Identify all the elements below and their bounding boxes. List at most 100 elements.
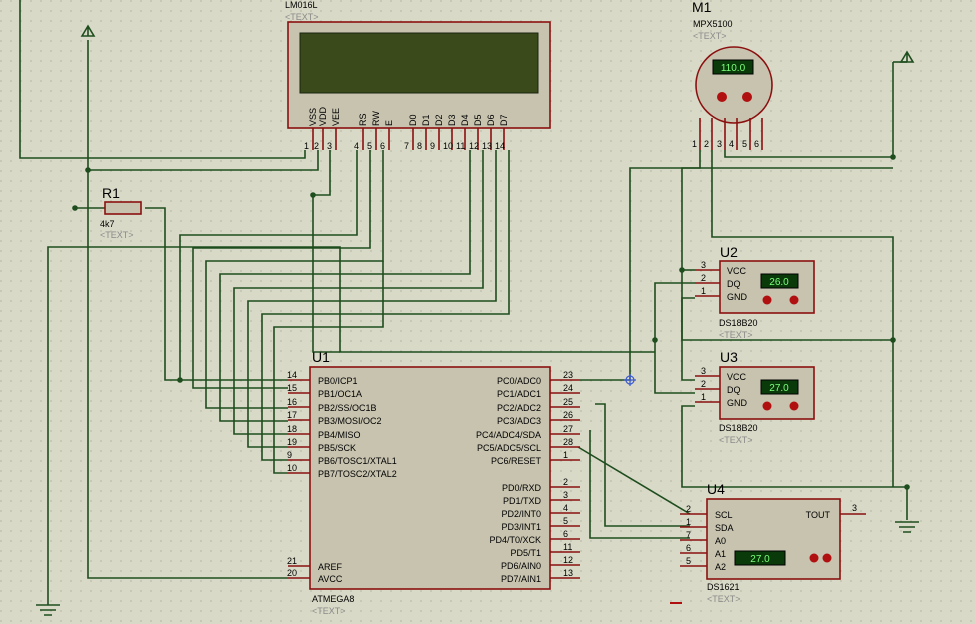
u3-display [760, 379, 799, 395]
lcd-part-label: LM016L [285, 0, 318, 10]
u4-decrement-button[interactable] [809, 553, 819, 563]
u3-pin-label: VCC [727, 372, 747, 382]
u2-display [760, 273, 799, 289]
lcd-pin-number: 7 [404, 141, 409, 151]
u4-display [734, 550, 786, 566]
lcd-pin-label: D5 [473, 114, 483, 126]
u1-pin-number: 13 [563, 568, 573, 578]
power-terminal-left [80, 24, 96, 37]
u4-pin-number: 5 [686, 556, 691, 566]
resistor-r1[interactable]: R1 4k7 <TEXT> [100, 185, 142, 240]
u1-body [309, 366, 551, 590]
u1-pin-label: PC4/ADC4/SDA [476, 430, 541, 440]
sensor-pin-number: 1 [692, 139, 697, 149]
sensor-ref: M1 [692, 0, 712, 15]
u3-display-value: 27.0 [769, 383, 789, 394]
u1-pin-label: AVCC [318, 574, 343, 584]
u4-pin-label: A2 [715, 562, 726, 572]
lcd-pin-label: D1 [421, 114, 431, 126]
u1-text-tag: <TEXT> [312, 606, 346, 616]
u1-pin-number: 19 [287, 437, 297, 447]
u1-pin-label: PD3/INT1 [501, 522, 541, 532]
resistor-body [104, 201, 142, 215]
u4-display-value: 27.0 [750, 554, 770, 565]
u3-pin-number: 1 [701, 392, 706, 402]
u1-pin-number: 12 [563, 555, 573, 565]
u4-increment-button[interactable] [822, 553, 832, 563]
u1-pin-label: PB6/TOSC1/XTAL1 [318, 456, 397, 466]
lcd-pins: VSS1VDD2VEE3RS4RW5E6D07D18D29D310D411D51… [304, 106, 509, 151]
u4-body [706, 498, 841, 580]
probe-marker[interactable] [624, 374, 636, 386]
sensor-pin-number: 5 [742, 139, 747, 149]
lcd-pin-number: 10 [443, 141, 453, 151]
u1-pin-label: PB2/SS/OC1B [318, 403, 377, 413]
u2-increment-button[interactable] [789, 295, 799, 305]
u1-pin-label: PC2/ADC2 [497, 403, 541, 413]
lcd-pin-number: 14 [495, 141, 505, 151]
sensor-display-value: 110.0 [721, 63, 746, 74]
mcu-atmega8[interactable]: U1 ATMEGA8 <TEXT> 14PB0/ICP115PB1/OC1A16… [287, 349, 580, 616]
u1-pin-number: 2 [563, 477, 568, 487]
u1-pin-label: PB3/MOSI/OC2 [318, 416, 382, 426]
u4-pin-label: A0 [715, 536, 726, 546]
sensor-increment-button[interactable] [742, 92, 752, 102]
u3-decrement-button[interactable] [762, 401, 772, 411]
u2-text-tag: <TEXT> [719, 330, 753, 340]
u1-pin-label: PB5/SCK [318, 443, 356, 453]
sensor-pin-number: 4 [729, 139, 734, 149]
lcd-pin-label: D2 [434, 114, 444, 126]
lcd-pin-number: 11 [456, 141, 465, 151]
u1-pin-number: 1 [563, 450, 568, 460]
lcd-pin-number: 2 [314, 141, 319, 151]
u1-pin-number: 6 [563, 529, 568, 539]
u1-pin-label: PB0/ICP1 [318, 376, 358, 386]
lcd-pin-number: 9 [430, 141, 435, 151]
u2-pin-label: VCC [727, 266, 747, 276]
u4-pin-label: A1 [715, 549, 726, 559]
u2-ref: U2 [720, 244, 738, 260]
u2-decrement-button[interactable] [762, 295, 772, 305]
sensor-decrement-button[interactable] [717, 92, 727, 102]
u2-pin-label: GND [727, 292, 748, 302]
resistor-ref: R1 [102, 185, 120, 201]
u4-pin-number: 3 [852, 503, 857, 513]
lcd-pin-number: 6 [380, 141, 385, 151]
u1-pin-label: PB4/MISO [318, 430, 361, 440]
lcd-pin-label: D3 [447, 114, 457, 126]
u3-pin-label: DQ [727, 385, 741, 395]
u3-pin-number: 2 [701, 379, 706, 389]
u3-part-label: DS18B20 [719, 423, 758, 433]
lcd-pin-label: RS [358, 113, 368, 126]
lcd-pin-number: 4 [354, 141, 359, 151]
u1-pin-number: 17 [287, 410, 297, 420]
u1-pin-label: PB1/OC1A [318, 389, 362, 399]
u1-pin-number: 27 [563, 424, 573, 434]
sensor-body [695, 46, 773, 124]
lcd-lm016l[interactable]: LM016L <TEXT> VSS1VDD2VEE3RS4RW5E6D07D18… [285, 0, 551, 151]
lcd-pin-label: VEE [331, 108, 341, 126]
thermometer-u4-ds1621[interactable]: U4 27.0 DS1621 <TEXT> 2SCL1SDA7A06A15A23… [670, 481, 866, 604]
u3-increment-button[interactable] [789, 401, 799, 411]
lcd-pin-number: 5 [367, 141, 372, 151]
u1-pin-number: 25 [563, 397, 573, 407]
resistor-value: 4k7 [100, 219, 115, 229]
u1-pin-number: 10 [287, 463, 297, 473]
u3-pin-number: 3 [701, 366, 706, 376]
u1-pin-number: 28 [563, 437, 573, 447]
lcd-screen [299, 32, 539, 94]
sensor-pin-number: 6 [754, 139, 759, 149]
u4-part-label: DS1621 [707, 582, 740, 592]
u2-part-label: DS18B20 [719, 318, 758, 328]
lcd-pin-label: D4 [460, 114, 470, 126]
u1-pin-label: PC3/ADC3 [497, 416, 541, 426]
u2-pin-number: 2 [701, 273, 706, 283]
lcd-pin-label: VSS [308, 108, 318, 126]
u1-pin-number: 15 [287, 383, 297, 393]
